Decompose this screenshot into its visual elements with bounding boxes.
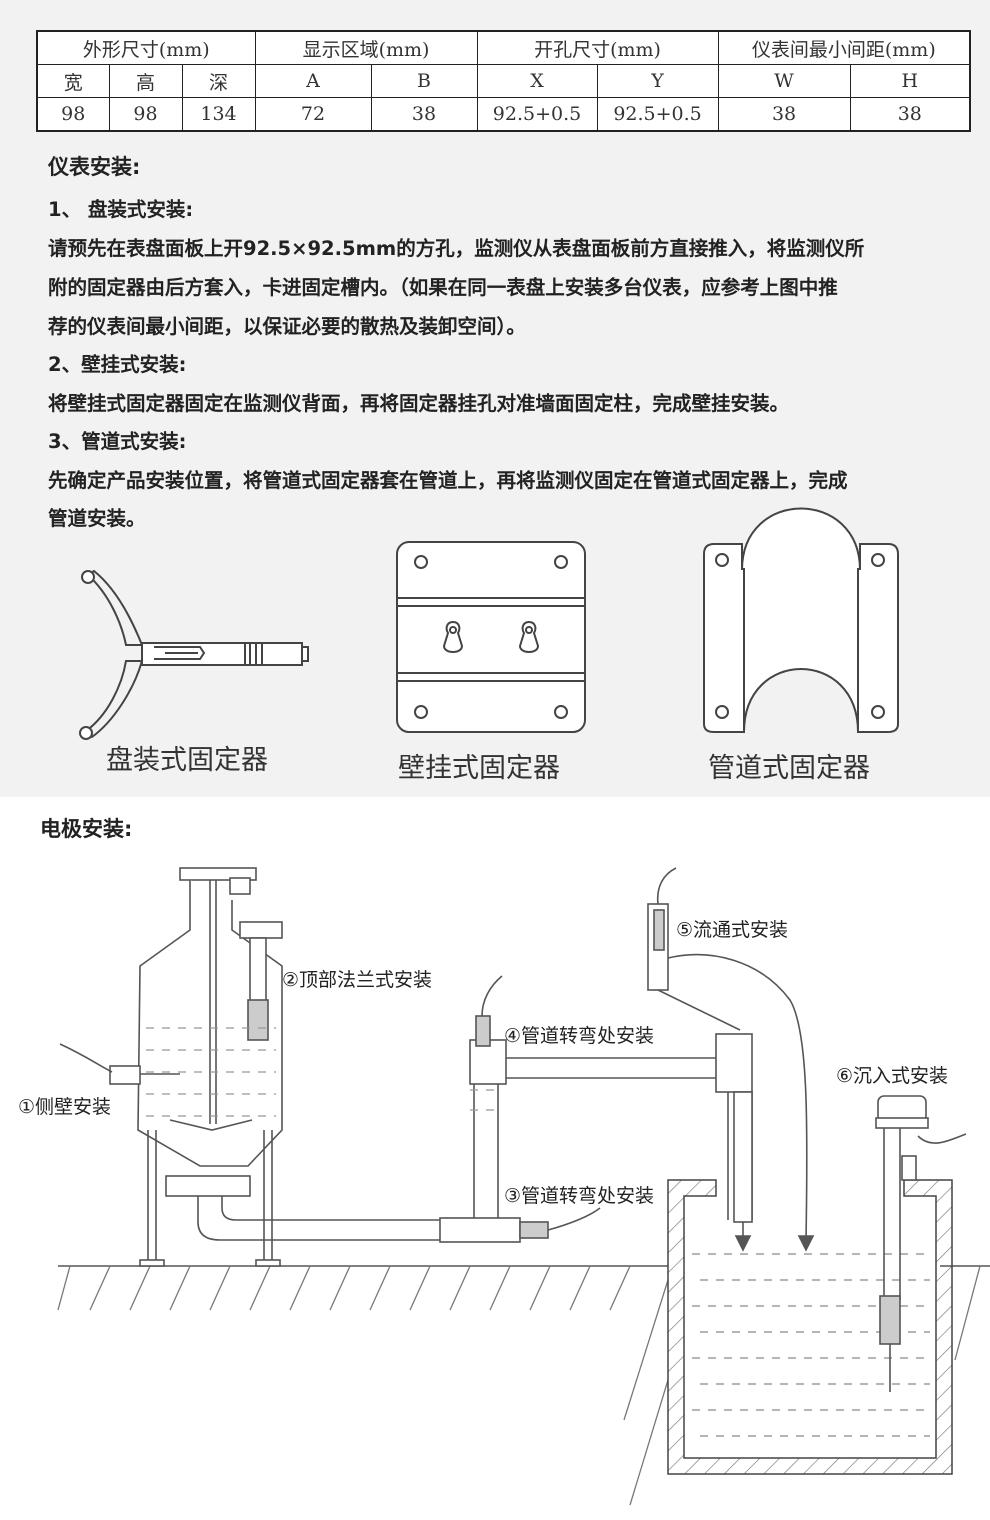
subheader-w: W (717, 64, 851, 98)
electrode-install-title: 电极安装: (40, 817, 133, 841)
value-depth: 134 (181, 97, 256, 132)
subheader-a: A (254, 64, 372, 98)
panel-fixture-caption: 盘装式固定器 (106, 745, 268, 776)
label-flow-through: ⑤流通式安装 (676, 919, 789, 941)
pipe-install-line-1: 先确定产品安装位置，将管道式固定器套在管道上，再将监测仪固定在管道式固定器上，完… (48, 469, 848, 492)
wall-fixture-caption: 壁挂式固定器 (398, 753, 560, 784)
subheader-y: Y (596, 64, 719, 98)
panel-install-title: 1、 盘装式安装: (48, 198, 194, 221)
group-display-area: 显示区域(mm) (254, 30, 478, 65)
wall-fixture-drawing (396, 541, 586, 733)
subheader-b: B (370, 64, 478, 98)
value-width: 98 (36, 97, 110, 132)
label-top-flange: ②顶部法兰式安装 (282, 969, 433, 991)
pipe-install-line-2: 管道安装。 (48, 507, 146, 530)
subheader-width: 宽 (36, 64, 110, 98)
subheader-height: 高 (108, 64, 183, 98)
table-subheader-row: 宽 高 深 A B X Y W H (36, 64, 972, 98)
value-y: 92.5+0.5 (596, 97, 719, 132)
label-side-wall: ①侧壁安装 (18, 1096, 112, 1118)
pipework (439, 867, 815, 1252)
panel-install-line-3: 荐的仪表间最小间距，以保证必要的散热及装卸空间）。 (48, 315, 526, 338)
immersion-sensor (875, 1095, 967, 1392)
pipe-fixture-caption: 管道式固定器 (708, 753, 870, 784)
group-cutout-size: 开孔尺寸(mm) (476, 30, 719, 65)
wall-install-line-1: 将壁挂式固定器固定在监测仪背面，再将固定器挂孔对准墙面固定柱，完成壁挂安装。 (48, 392, 790, 415)
value-b: 38 (370, 97, 478, 132)
value-w: 38 (717, 97, 851, 132)
panel-fixture-drawing (79, 569, 309, 740)
pipe-fixture-drawing (703, 507, 899, 733)
value-x: 92.5+0.5 (476, 97, 598, 132)
label-immersion: ⑥沉入式安装 (836, 1065, 949, 1087)
dimension-table: 外形尺寸(mm) 显示区域(mm) 开孔尺寸(mm) 仪表间最小间距(mm) 宽… (35, 30, 972, 132)
value-h: 38 (849, 97, 972, 132)
label-pipe-bend-lower: ③管道转弯处安装 (504, 1185, 655, 1207)
table-value-row: 98 98 134 72 38 92.5+0.5 92.5+0.5 38 38 (36, 97, 972, 132)
table-group-row: 外形尺寸(mm) 显示区域(mm) 开孔尺寸(mm) 仪表间最小间距(mm) (35, 30, 972, 65)
pipe-install-title: 3、管道式安装: (48, 430, 187, 453)
label-pipe-bend-upper: ④管道转弯处安装 (504, 1025, 655, 1047)
panel-install-line-2: 附的固定器由后方套入，卡进固定槽内。（如果在同一表盘上安装多台仪表，应参考上图中… (48, 276, 838, 299)
value-a: 72 (254, 97, 372, 132)
pit-tank (667, 1179, 953, 1475)
install-title: 仪表安装: (48, 155, 141, 179)
value-height: 98 (108, 97, 183, 132)
subheader-depth: 深 (181, 64, 256, 98)
reactor-vessel (59, 867, 440, 1267)
panel-install-line-1: 请预先在表盘面板上开92.5×92.5mm的方孔，监测仪从表盘面板前方直接推入，… (48, 237, 865, 260)
subheader-x: X (476, 64, 598, 98)
subheader-h: H (849, 64, 972, 98)
electrode-install-diagram (57, 867, 990, 1506)
wall-install-title: 2、壁挂式安装: (48, 353, 187, 376)
group-outer-size: 外形尺寸(mm) (35, 30, 256, 65)
group-min-spacing: 仪表间最小间距(mm) (717, 30, 972, 65)
